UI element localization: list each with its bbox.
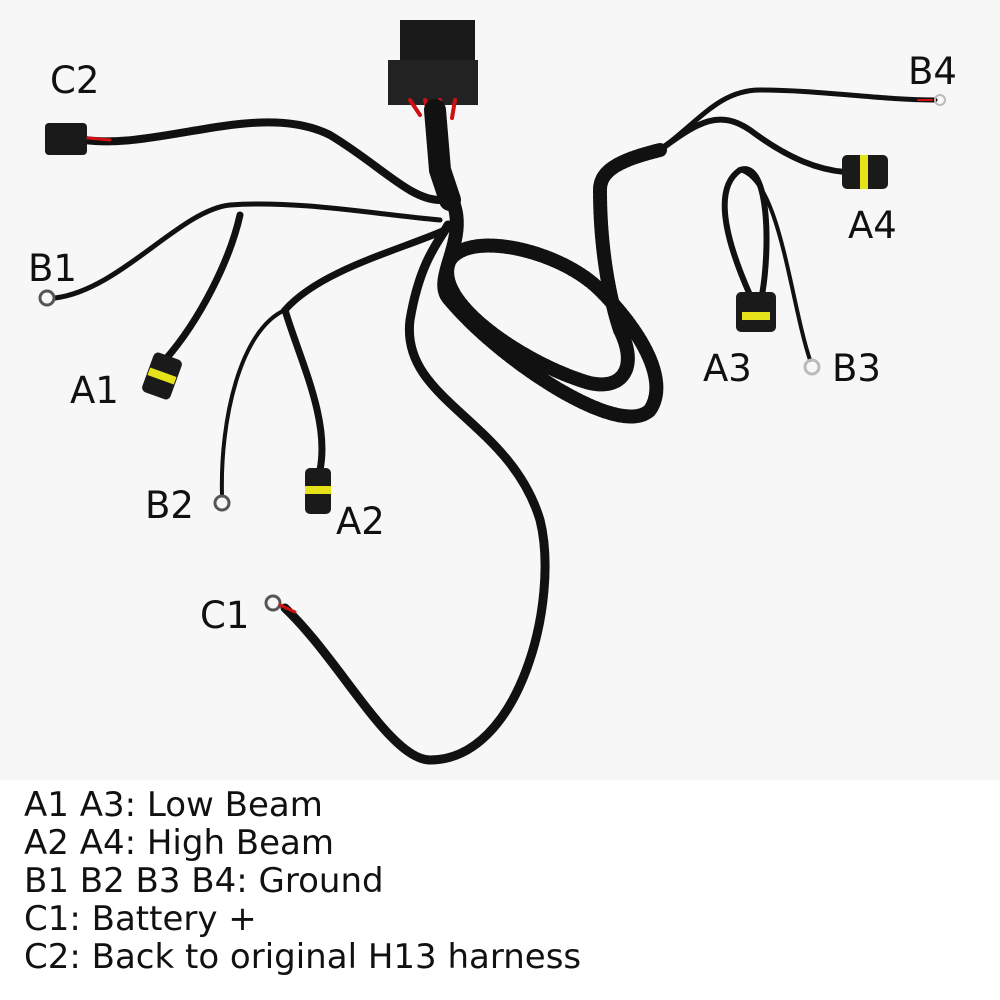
legend-line: A1 A3: Low Beam: [24, 785, 323, 825]
label-c1: C1: [200, 594, 250, 637]
label-b4: B4: [908, 50, 957, 93]
legend-line: C1: Battery +: [24, 899, 257, 939]
wire-a4: [657, 116, 848, 175]
ring-terminal-b2: [213, 494, 231, 512]
terminal-b4: [934, 94, 946, 106]
coiled-loom: [437, 143, 667, 424]
connector-c2: [45, 123, 87, 155]
wire-c1: [280, 220, 550, 765]
wire-c2: [81, 118, 444, 204]
harness-drawing: [38, 20, 946, 765]
legend-line: A2 A4: High Beam: [24, 823, 335, 863]
label-a4: A4: [848, 204, 897, 247]
legend-line: C2: Back to original H13 harness: [24, 937, 582, 977]
label-b1: B1: [28, 247, 77, 290]
wire-b3: [738, 168, 812, 362]
ring-terminal-b3: [803, 358, 821, 376]
wire-a1: [161, 211, 244, 364]
wire-b1: [52, 201, 443, 301]
wire-b2: [219, 308, 287, 497]
label-a2: A2: [336, 500, 385, 543]
main-sheath: [424, 99, 461, 211]
legend-line: B1 B2 B3 B4: Ground: [24, 861, 384, 901]
label-a3: A3: [703, 347, 752, 390]
wire-b4: [657, 87, 938, 153]
legend: A1 A3: Low Beam A2 A4: High Beam B1 B2 B…: [24, 786, 581, 976]
label-b3: B3: [832, 347, 881, 390]
label-c2: C2: [50, 59, 100, 102]
label-b2: B2: [145, 484, 194, 527]
ring-terminal-b1: [38, 289, 56, 307]
ring-terminal-c1: [264, 594, 282, 612]
label-a1: A1: [70, 369, 119, 412]
